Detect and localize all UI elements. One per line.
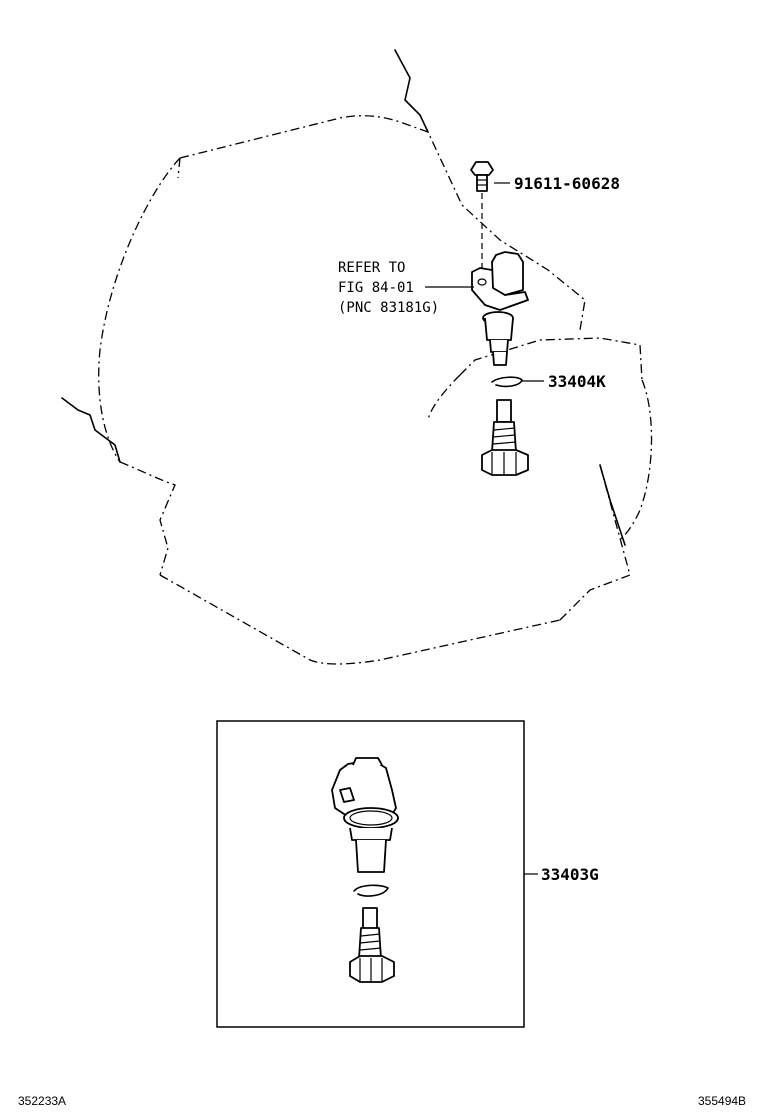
bolt-part-number: 91611-60628 [514, 174, 620, 193]
footer-right-code: 355494B [698, 1094, 746, 1108]
refer-line-2: FIG 84-01 [338, 280, 414, 296]
speed-sensor [471, 251, 529, 366]
bolt [470, 161, 494, 192]
assembly-part-number: 33403G [541, 865, 599, 884]
o-ring [491, 376, 523, 388]
sensor-assembly [331, 757, 399, 983]
refer-line-3: (PNC 83181G) [338, 300, 439, 316]
o-ring-part-number: 33404K [548, 372, 606, 391]
driven-gear [481, 399, 529, 476]
footer-left-code: 352233A [18, 1094, 66, 1108]
transmission-housing-outline [61, 49, 653, 665]
refer-line-1: REFER TO [338, 260, 405, 276]
